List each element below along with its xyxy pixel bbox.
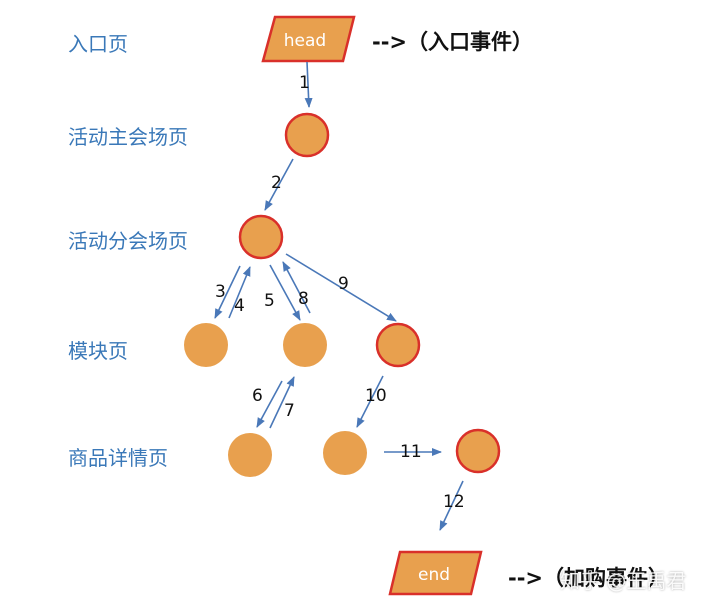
module-node-2 xyxy=(283,323,327,367)
edge-label-7: 7 xyxy=(284,401,295,421)
end-node-label: end xyxy=(418,565,450,585)
edge-label-10: 10 xyxy=(365,386,387,406)
edge-label-11: 11 xyxy=(400,442,422,462)
edge-label-12: 12 xyxy=(443,492,465,512)
head-node-label: head xyxy=(284,31,326,51)
module-node-3 xyxy=(375,322,421,368)
edge-7 xyxy=(269,376,295,429)
edge-label-4: 4 xyxy=(234,296,245,316)
level-label-product-detail: 商品详情页 xyxy=(68,446,168,470)
edge-6 xyxy=(256,380,283,428)
edge-label-9: 9 xyxy=(338,274,349,294)
watermark: 知乎 @王禹君 xyxy=(560,569,687,593)
edge-8 xyxy=(282,261,311,314)
product-node-2 xyxy=(323,431,367,475)
edge-9 xyxy=(285,253,397,322)
edge-label-6: 6 xyxy=(252,386,263,406)
module-node-1 xyxy=(184,323,228,367)
product-node-1 xyxy=(228,433,272,477)
level-label-main-venue: 活动主会场页 xyxy=(68,125,188,149)
entry-event-annotation: -->（入口事件） xyxy=(372,30,534,54)
purchase-event-annotation: -->（加购事件） xyxy=(508,566,670,590)
level-label-sub-venue: 活动分会场页 xyxy=(68,229,188,253)
edge-label-5: 5 xyxy=(264,291,275,311)
sub-venue-node xyxy=(238,214,284,260)
product-node-3 xyxy=(455,428,501,474)
edge-4 xyxy=(228,266,251,319)
edges xyxy=(214,61,464,531)
edge-labels: 1 2 3 4 5 8 9 6 7 10 11 12 xyxy=(215,73,465,512)
edge-label-8: 8 xyxy=(298,289,309,309)
edge-5 xyxy=(269,264,301,321)
edge-label-3: 3 xyxy=(215,282,226,302)
end-node: end xyxy=(388,550,483,596)
edge-2 xyxy=(264,158,294,211)
edge-3 xyxy=(214,265,241,319)
level-label-entry: 入口页 xyxy=(68,32,128,56)
edge-label-2: 2 xyxy=(271,173,282,193)
level-label-module: 模块页 xyxy=(68,339,128,363)
head-node: head xyxy=(261,15,356,63)
edge-12 xyxy=(439,480,464,531)
edge-label-1: 1 xyxy=(299,73,310,93)
edge-1 xyxy=(304,61,313,108)
edge-10 xyxy=(356,375,384,428)
main-venue-node xyxy=(284,112,330,158)
